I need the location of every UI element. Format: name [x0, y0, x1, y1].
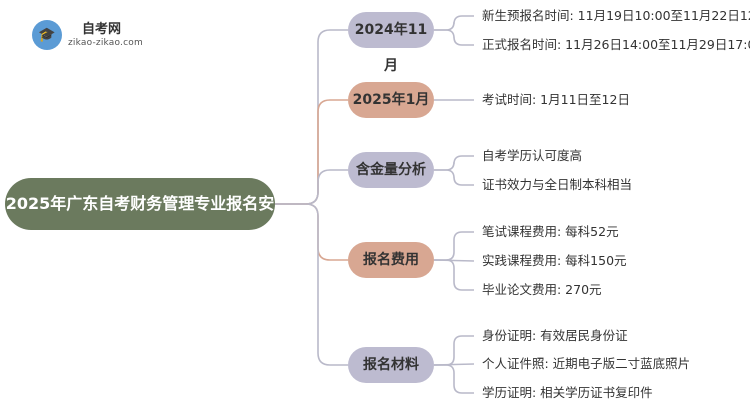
- branch-node: 报名费用: [348, 242, 434, 278]
- leaf-item: 个人证件照: 近期电子版二寸蓝底照片: [482, 356, 691, 371]
- leaf-connector: [434, 259, 474, 291]
- root-connector: [275, 203, 348, 366]
- branch-node: 含金量分析: [348, 152, 434, 188]
- leaf-connector: [434, 15, 474, 31]
- root-connector: [275, 169, 348, 205]
- logo-title: 自考网: [82, 22, 122, 37]
- leaf-item: 自考学历认可度高: [482, 148, 583, 163]
- root-connector: [275, 203, 348, 261]
- root-node: 2025年广东自考财务管理专业报名安排: [5, 178, 275, 265]
- leaf-item: 正式报名时间: 11月26日14:00至11月29日17:00: [482, 37, 750, 52]
- leaf-item: 考试时间: 1月11日至12日: [482, 92, 630, 107]
- graduation-cap-icon: 🎓: [32, 20, 62, 50]
- branch-node: 2025年1月: [348, 82, 434, 118]
- leaf-item: 笔试课程费用: 每科52元: [482, 224, 619, 239]
- leaf-item: 学历证明: 相关学历证书复印件: [482, 385, 653, 400]
- leaf-connector: [434, 29, 474, 46]
- leaf-item: 身份证明: 有效居民身份证: [482, 328, 628, 343]
- branch-node: 报名材料: [348, 347, 434, 383]
- leaf-item: 新生预报名时间: 11月19日10:00至11月22日12:00: [482, 8, 750, 23]
- root-connector: [275, 99, 348, 205]
- site-logo: 🎓 自考网 zikao-zikao.com: [32, 16, 162, 52]
- leaf-item: 毕业论文费用: 270元: [482, 282, 602, 297]
- leaf-connector: [434, 231, 474, 261]
- leaf-connector: [434, 155, 474, 171]
- leaf-connector: [434, 364, 474, 394]
- leaf-item: 证书效力与全日制本科相当: [482, 177, 633, 192]
- branch-node: 2024年11月: [348, 12, 434, 74]
- root-connector: [275, 29, 348, 205]
- leaf-connector: [434, 169, 474, 186]
- leaf-item: 实践课程费用: 每科150元: [482, 253, 627, 268]
- leaf-connector: [434, 335, 474, 366]
- logo-subtitle: zikao-zikao.com: [68, 38, 143, 48]
